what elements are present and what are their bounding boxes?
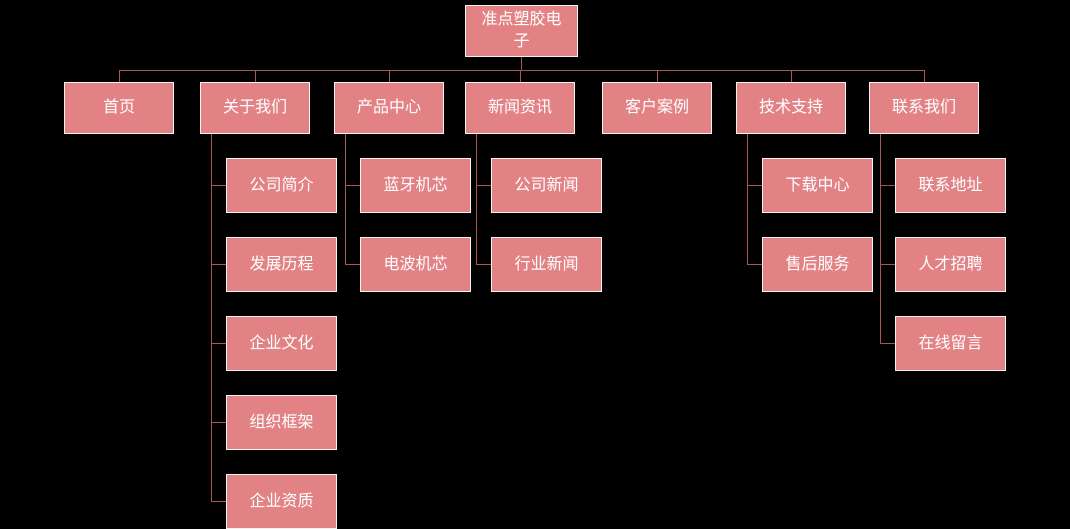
node-root-home[interactable]: 准点塑胶电子	[465, 5, 578, 57]
connector-drop	[255, 70, 256, 82]
connector-bus	[119, 70, 925, 71]
connector-stub	[211, 343, 226, 344]
connector-stub	[747, 185, 762, 186]
connector-drop	[924, 70, 925, 82]
node-enterprise-qualifications[interactable]: 企业资质	[226, 474, 337, 529]
connector-drop	[791, 70, 792, 82]
node-product-center[interactable]: 产品中心	[334, 82, 444, 134]
connector-branch	[747, 134, 748, 265]
node-customer-cases[interactable]: 客户案例	[602, 82, 712, 134]
connector-stub	[880, 343, 895, 344]
connector-stem-root	[521, 57, 522, 70]
node-radio-movement[interactable]: 电波机芯	[360, 237, 471, 292]
connector-stub	[747, 264, 762, 265]
node-contact-address[interactable]: 联系地址	[895, 158, 1006, 213]
connector-drop	[657, 70, 658, 82]
connector-branch	[345, 134, 346, 265]
node-about-us[interactable]: 关于我们	[200, 82, 310, 134]
node-after-sales-service[interactable]: 售后服务	[762, 237, 873, 292]
node-industry-news[interactable]: 行业新闻	[491, 237, 602, 292]
node-contact-us[interactable]: 联系我们	[869, 82, 979, 134]
node-recruitment[interactable]: 人才招聘	[895, 237, 1006, 292]
node-tech-support[interactable]: 技术支持	[736, 82, 846, 134]
connector-branch	[476, 134, 477, 265]
connector-stub	[345, 264, 360, 265]
connector-stub	[880, 264, 895, 265]
connector-stub	[880, 185, 895, 186]
node-company-profile[interactable]: 公司简介	[226, 158, 337, 213]
node-development-history[interactable]: 发展历程	[226, 237, 337, 292]
connector-stub	[476, 185, 491, 186]
node-download-center[interactable]: 下载中心	[762, 158, 873, 213]
connector-stub	[211, 501, 226, 502]
connector-stub	[211, 422, 226, 423]
node-corporate-culture[interactable]: 企业文化	[226, 316, 337, 371]
connector-stub	[345, 185, 360, 186]
connector-drop	[119, 70, 120, 82]
connector-branch	[211, 134, 212, 502]
node-bluetooth-movement[interactable]: 蓝牙机芯	[360, 158, 471, 213]
connector-branch	[880, 134, 881, 344]
node-company-news[interactable]: 公司新闻	[491, 158, 602, 213]
node-online-message[interactable]: 在线留言	[895, 316, 1006, 371]
node-news[interactable]: 新闻资讯	[465, 82, 575, 134]
connector-stub	[476, 264, 491, 265]
node-organization-structure[interactable]: 组织框架	[226, 395, 337, 450]
connector-drop	[520, 70, 521, 82]
node-home[interactable]: 首页	[64, 82, 174, 134]
connector-stub	[211, 264, 226, 265]
connector-drop	[389, 70, 390, 82]
connector-stub	[211, 185, 226, 186]
